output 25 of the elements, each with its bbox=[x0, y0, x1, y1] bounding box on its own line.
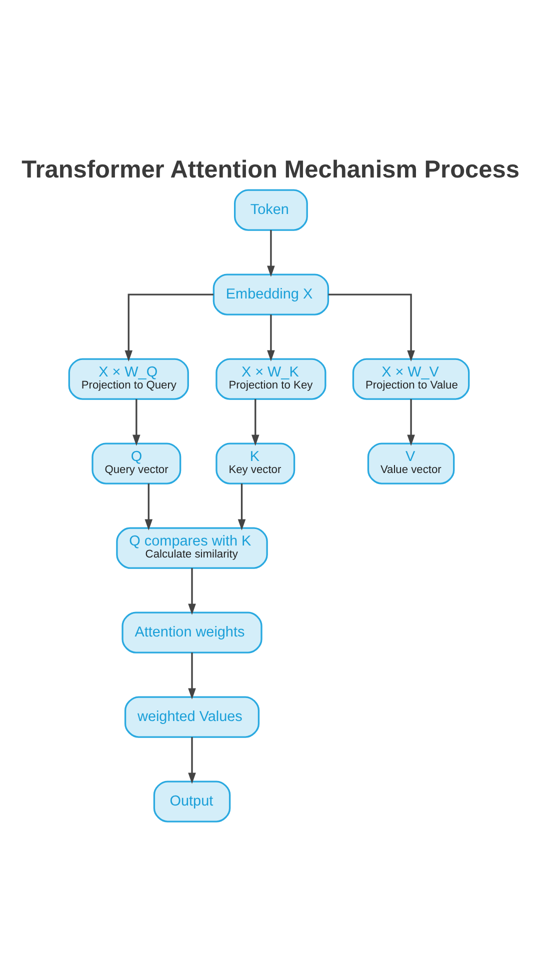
arrow bbox=[132, 398, 140, 446]
arrow bbox=[188, 736, 196, 784]
arrow bbox=[407, 398, 415, 446]
node-box: Embedding X bbox=[212, 273, 330, 315]
node-box: K Key vector bbox=[216, 442, 296, 484]
node-box: Attention weights bbox=[122, 611, 262, 653]
arrow bbox=[238, 483, 246, 530]
node-box: Output bbox=[153, 780, 231, 822]
arrow bbox=[188, 652, 196, 699]
arrow bbox=[251, 398, 260, 446]
node-box: Token bbox=[234, 188, 308, 230]
node-box: weighted Values bbox=[124, 696, 260, 738]
arrow bbox=[267, 230, 275, 276]
node-box: X × W_Q Projection to Query bbox=[68, 358, 189, 400]
diagram-title: Transformer Attention Mechanism Process bbox=[22, 156, 520, 183]
arrow bbox=[267, 314, 275, 361]
node-box: Q Query vector bbox=[92, 442, 182, 484]
node-box: Q compares with K Calculate similarity bbox=[116, 526, 268, 568]
node-box: X × W_K Projection to Key bbox=[216, 358, 326, 400]
arrow bbox=[124, 293, 214, 362]
arrow bbox=[144, 483, 153, 530]
arrow bbox=[188, 568, 196, 614]
arrow bbox=[328, 293, 415, 362]
node-box: V Value vector bbox=[367, 442, 455, 484]
node-box: X × W_V Projection to Value bbox=[352, 358, 470, 400]
